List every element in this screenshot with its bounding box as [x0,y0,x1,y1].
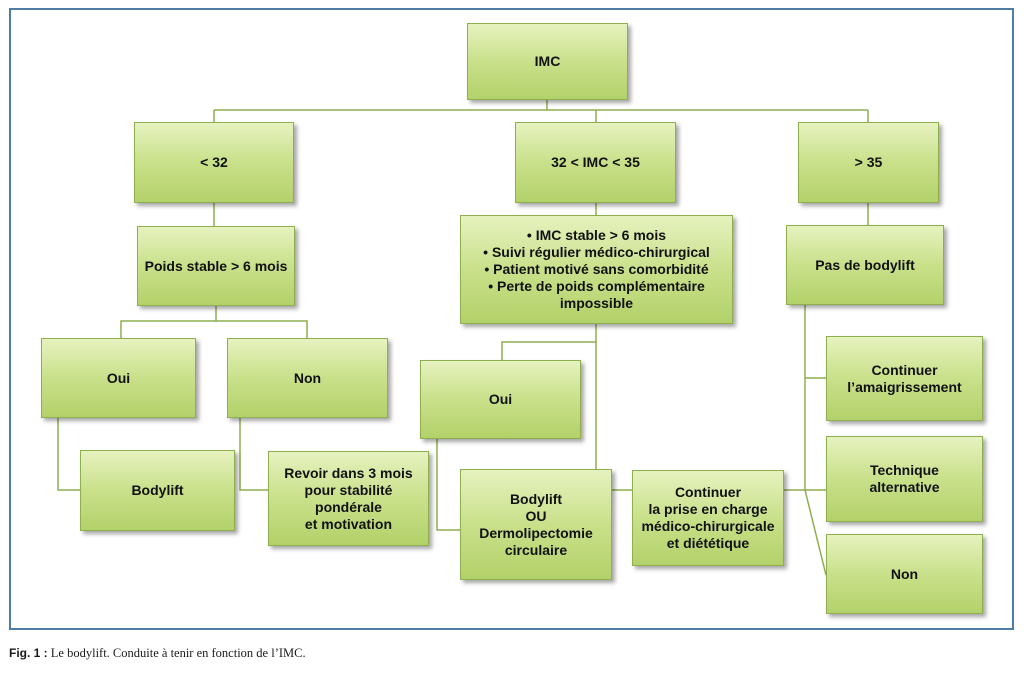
node-oui-mid-text: Oui [489,391,512,408]
node-label-line: Dermolipectomie [479,524,593,541]
node-non-right: Non [826,534,983,614]
node-label-line: circulaire [504,541,568,558]
node-lt32: < 32 [134,122,294,203]
node-label-line: Technique [870,462,939,478]
node-label-line: Bodylift [131,482,184,498]
node-32-35-text: 32 < IMC < 35 [551,154,640,171]
node-bodylift-left: Bodylift [80,450,235,531]
figure-caption: Fig. 1 : Le bodylift. Conduite à tenir e… [9,646,306,661]
node-label-line: la prise en charge [648,501,768,517]
node-label-line: Pas de bodylift [815,256,915,273]
node-label-line: 32 < IMC < 35 [551,154,640,170]
node-label-line: Non [293,369,322,386]
node-poids-stable: Poids stable > 6 mois [137,226,295,306]
connector-poids-to-non [216,320,308,338]
node-label-line: pour stabilité [304,481,393,498]
connector-pas-to-non [804,489,827,576]
node-poids-stable-text: Poids stable > 6 mois [145,258,288,275]
node-imc-text: IMC [535,53,561,70]
node-non-right-text: Non [891,566,918,583]
node-label-line: • IMC stable > 6 mois [526,227,667,243]
node-lt32-text: < 32 [200,154,228,171]
connector-oui-to-bodylift [57,418,80,491]
node-label-line: Continuer [871,361,938,378]
node-criteria-text: • IMC stable > 6 mois• Suivi régulier mé… [483,227,710,312]
figure-caption-label: Fig. 1 : [9,646,48,660]
node-label-line: Revoir dans 3 mois [284,464,413,481]
node-label-line: Non [890,565,919,582]
node-32-35: 32 < IMC < 35 [515,122,676,203]
connector-poids-bus [120,306,217,338]
node-label-line: < 32 [200,154,228,170]
node-pas-de-bodylift-text: Pas de bodylift [815,257,915,274]
node-oui-left-text: Oui [107,370,130,387]
node-non-left-text: Non [294,370,321,387]
node-oui-left: Oui [41,338,196,418]
node-label-line: • Patient motivé sans comorbidité [484,261,709,277]
connector-criteria-to-oui [501,324,597,360]
node-label-line: • Perte de poids complémentaire [488,278,705,294]
node-label-line: Oui [488,391,513,407]
node-pas-de-bodylift: Pas de bodylift [786,225,944,305]
node-label-line: OU [525,507,547,524]
node-label-line: pondérale [315,498,382,515]
node-label-line: > 35 [854,154,883,170]
node-oui-mid: Oui [420,360,581,439]
node-non-left: Non [227,338,388,418]
node-gt35-text: > 35 [855,154,883,171]
node-label-line: médico-chirurgicale [641,518,775,534]
node-label-line: • Suivi régulier médico-chirurgical [483,244,710,260]
node-criteria: • IMC stable > 6 mois• Suivi régulier mé… [460,215,733,324]
connector-oui-to-bodylift-ou [436,439,460,531]
node-label-line: l’amaigrissement [847,378,962,395]
node-label-line: alternative [869,479,940,495]
node-label-line: Poids stable > 6 mois [144,257,288,274]
node-bodylift-left-text: Bodylift [131,482,183,499]
node-label-line: IMC [534,53,561,69]
node-label-line: et diététique [666,535,750,551]
node-imc: IMC [467,23,628,100]
node-label-line: impossible [559,295,634,311]
connector-non-to-revoir [239,418,268,491]
node-label-line: Oui [106,369,131,386]
node-label-line: Bodylift [509,490,563,507]
figure-caption-text: Le bodylift. Conduite à tenir en fonctio… [50,646,306,660]
node-label-line: Continuer [674,484,742,500]
node-label-line: et motivation [304,515,393,532]
node-gt35: > 35 [798,122,939,203]
